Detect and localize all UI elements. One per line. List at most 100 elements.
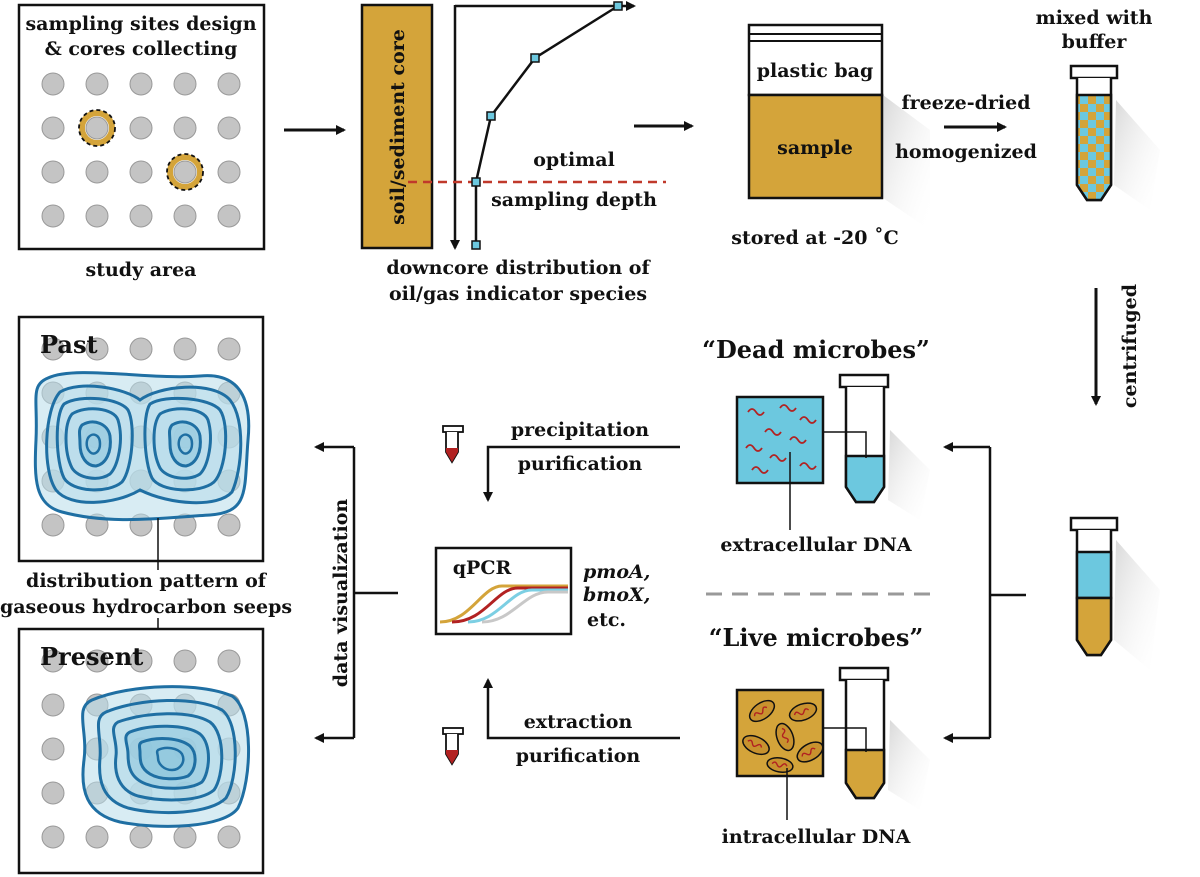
tube2-shadow	[1114, 540, 1160, 670]
site-dot	[129, 649, 153, 673]
sampling-title-line2: & cores collecting	[45, 38, 238, 60]
dna-strand	[769, 454, 787, 462]
site-dot	[41, 693, 65, 717]
dead-microbes-title: “Dead microbes”	[702, 335, 930, 364]
sampling-site-dot	[129, 160, 153, 184]
site-dot	[217, 337, 241, 361]
profile-point	[486, 111, 496, 121]
sample-label: sample	[777, 137, 853, 159]
dna-strand	[764, 428, 782, 436]
sampling-site-dot	[173, 204, 197, 228]
live-tube-sediment	[844, 748, 886, 800]
microbe-cell	[748, 699, 776, 723]
site-dot	[41, 649, 65, 673]
site-dot	[217, 825, 241, 849]
amplification-curves	[439, 584, 568, 624]
depth-profile-points	[471, 1, 623, 250]
dead-tube-shadow	[888, 430, 930, 520]
sampling-site-dot	[41, 160, 65, 184]
plastic-bag	[747, 23, 884, 97]
site-dot	[41, 737, 65, 761]
gene-bmox-label: bmoX,	[583, 584, 650, 606]
sampling-site-dot	[217, 204, 241, 228]
dna-strand	[799, 416, 817, 424]
arrow-dead-to-qpcr	[483, 445, 680, 502]
tube2-supernatant	[1075, 550, 1113, 600]
optimal-label-line1: optimal	[533, 149, 615, 171]
site-dot	[173, 649, 197, 673]
precipitation-label: precipitation	[511, 419, 649, 441]
sampling-title-line1: sampling sites design	[25, 13, 256, 35]
microtube-icon	[442, 727, 464, 766]
soil-core-label: soil/sediment core	[387, 29, 409, 225]
stored-label: stored at -20 ˚C	[731, 226, 898, 249]
present-map: Present	[17, 627, 265, 875]
sampling-site-dot	[85, 116, 109, 140]
dead-tube-pointer	[822, 431, 867, 458]
bag-sample	[747, 93, 884, 200]
qpcr-label: qPCR	[453, 557, 512, 579]
data-visualization-label: data visualization	[330, 499, 352, 688]
microtube-icon	[442, 425, 464, 464]
data-visualization-flow: data visualization	[314, 442, 398, 743]
tube2-pellet	[1075, 596, 1113, 657]
dead-tube-liquid	[844, 454, 886, 504]
live-microbes-title: “Live microbes”	[709, 623, 924, 652]
tube-mixture	[1075, 93, 1113, 202]
core-panel: soil/sediment core optimal sampling dept…	[360, 1, 666, 305]
freeze-dried-label: freeze-dried	[901, 92, 1030, 114]
separated-tube	[1069, 516, 1160, 670]
site-dot	[173, 825, 197, 849]
extraction-label: extraction	[524, 711, 633, 733]
sampling-site-dot	[85, 72, 109, 96]
site-dot	[41, 513, 65, 537]
present-contours	[81, 685, 250, 828]
dead-to-qpcr-flow: precipitation purification	[442, 419, 680, 502]
dna-strand	[799, 462, 817, 470]
sampling-site-dot	[129, 72, 153, 96]
site-dot	[217, 513, 241, 537]
plastic-bag-label: plastic bag	[757, 60, 874, 82]
centrifuged-label: centrifuged	[1119, 284, 1141, 408]
dead-tube-cap	[838, 373, 890, 389]
selected-site-outline	[78, 109, 116, 147]
past-contours	[33, 371, 251, 522]
qpcr-panel: qPCR pmoA, bmoX, etc.	[434, 546, 650, 636]
dna-strand	[745, 444, 763, 452]
site-dot	[173, 337, 197, 361]
dead-purification-label: purification	[518, 453, 643, 475]
intracellular-cells	[742, 699, 824, 774]
site-dot	[85, 337, 109, 361]
microbe-cell	[775, 722, 795, 752]
dna-strand	[789, 436, 807, 444]
curve-grey	[481, 590, 568, 624]
sampling-site-dot	[173, 72, 197, 96]
sampling-site-dot	[85, 160, 109, 184]
past-map: Past	[17, 315, 265, 563]
sampling-site-dot	[41, 116, 65, 140]
curve-gold	[439, 584, 568, 624]
profile-point	[471, 240, 481, 250]
gene-pmoa-label: pmoA,	[583, 561, 650, 583]
site-dot	[41, 825, 65, 849]
live-microbes-panel: “Live microbes”	[709, 623, 930, 848]
tube2-cap	[1069, 516, 1119, 532]
sampling-site-dot	[217, 72, 241, 96]
selected-site-ring	[167, 154, 203, 190]
core-caption-line2: oil/gas indicator species	[389, 283, 647, 305]
dna-strand	[751, 466, 769, 474]
homogenized-label: homogenized	[895, 141, 1037, 163]
profile-point	[471, 177, 481, 187]
tube-cap	[1069, 64, 1119, 80]
curve-red	[451, 586, 568, 624]
sampling-site-dot	[173, 160, 197, 184]
site-dot	[129, 825, 153, 849]
gene-etc-label: etc.	[587, 609, 626, 631]
study-area-label: study area	[86, 259, 197, 281]
site-dot	[129, 337, 153, 361]
selected-site-ring	[79, 110, 115, 146]
dna-strand	[779, 404, 797, 412]
bag-shadow	[883, 95, 930, 230]
sampling-site-dot	[217, 116, 241, 140]
